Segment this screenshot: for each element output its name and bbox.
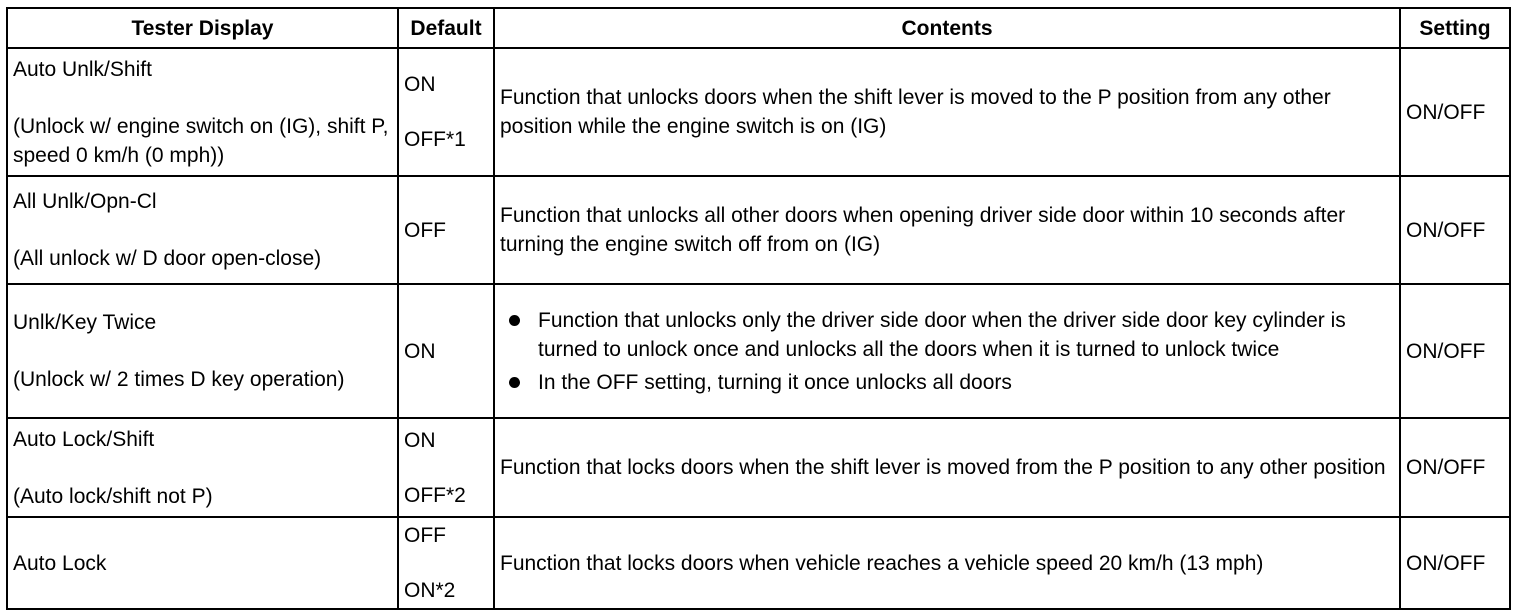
header-contents: Contents [493, 7, 1401, 49]
setting-cell: ON/OFF [1399, 516, 1511, 610]
bullet-item: In the OFF setting, turning it once unlo… [495, 368, 1394, 397]
display-name: Auto Unlk/Shift [13, 57, 152, 81]
default-cell: ON [397, 283, 495, 419]
default-value-alt: OFF*1 [404, 128, 466, 151]
default-value: OFF [404, 524, 446, 547]
default-value: ON [404, 428, 436, 452]
header-setting: Setting [1399, 7, 1511, 49]
contents-cell: Function that unlocks all other doors wh… [493, 175, 1401, 285]
contents-cell: Function that unlocks only the driver si… [493, 283, 1401, 419]
setting-cell: ON/OFF [1399, 175, 1511, 285]
setting-cell: ON/OFF [1399, 47, 1511, 177]
tester-display-cell: Unlk/Key Twice (Unlock w/ 2 times D key … [6, 283, 399, 419]
default-value-alt: ON*2 [404, 579, 456, 602]
table-row: Auto Lock OFF ON*2 Function that locks d… [6, 516, 1511, 610]
contents-cell: Function that locks doors when vehicle r… [493, 516, 1401, 610]
default-cell: OFF [397, 175, 495, 285]
default-cell: ON OFF*1 [397, 47, 495, 177]
display-desc: (Unlock w/ 2 times D key operation) [13, 368, 345, 391]
tester-display-cell: Auto Lock/Shift (Auto lock/shift not P) [6, 417, 399, 518]
bullet-icon [509, 376, 520, 388]
table-row: Auto Lock/Shift (Auto lock/shift not P) … [6, 417, 1511, 518]
display-name: Auto Lock/Shift [13, 427, 155, 451]
header-row: Tester Display Default Contents Setting [6, 7, 1511, 49]
table-row: Unlk/Key Twice (Unlock w/ 2 times D key … [6, 283, 1511, 419]
default-cell: OFF ON*2 [397, 516, 495, 610]
header-tester-display: Tester Display [6, 7, 399, 49]
settings-table: Tester Display Default Contents Setting … [6, 7, 1511, 610]
tester-display-cell: All Unlk/Opn-Cl (All unlock w/ D door op… [6, 175, 399, 285]
bullet-icon [509, 314, 520, 326]
default-cell: ON OFF*2 [397, 417, 495, 518]
contents-cell: Function that locks doors when the shift… [493, 417, 1401, 518]
display-name: Auto Lock [13, 551, 107, 575]
setting-cell: ON/OFF [1399, 283, 1511, 419]
display-desc: (Auto lock/shift not P) [13, 484, 213, 508]
setting-cell: ON/OFF [1399, 417, 1511, 518]
tester-display-cell: Auto Unlk/Shift (Unlock w/ engine switch… [6, 47, 399, 177]
contents-cell: Function that unlocks doors when the shi… [493, 47, 1401, 177]
display-name: Unlk/Key Twice [13, 311, 157, 334]
bullet-item: Function that unlocks only the driver si… [495, 306, 1394, 364]
default-value-alt: OFF*2 [404, 483, 466, 507]
display-name: All Unlk/Opn-Cl [13, 190, 157, 213]
display-desc: (All unlock w/ D door open-close) [13, 247, 322, 270]
default-value: ON [404, 73, 436, 96]
tester-display-cell: Auto Lock [6, 516, 399, 610]
display-desc: (Unlock w/ engine switch on (IG), shift … [13, 114, 389, 167]
table-row: All Unlk/Opn-Cl (All unlock w/ D door op… [6, 175, 1511, 285]
table-row: Auto Unlk/Shift (Unlock w/ engine switch… [6, 47, 1511, 177]
header-default: Default [397, 7, 495, 49]
